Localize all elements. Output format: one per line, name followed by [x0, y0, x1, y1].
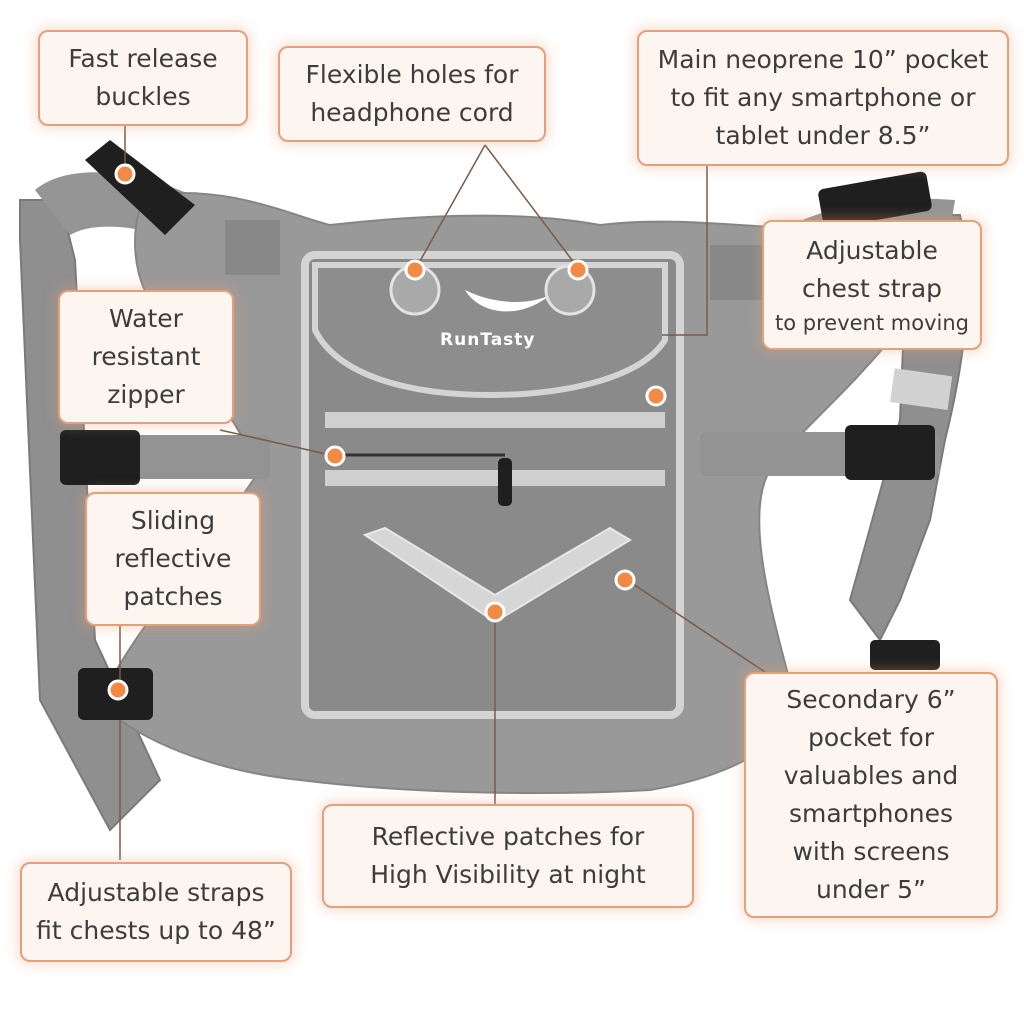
marker-reflective	[484, 601, 506, 623]
marker-hole-left	[404, 259, 426, 281]
callout-fast-release-buckles: Fast release buckles	[38, 30, 248, 126]
callout-line: Reflective patches for	[371, 822, 645, 851]
callout-line: Adjustable	[806, 236, 938, 265]
left-velcro-tab	[225, 220, 280, 275]
callout-line: Main neoprene 10” pocket	[657, 45, 989, 74]
marker-zipper	[324, 445, 346, 467]
right-side-buckle	[845, 425, 935, 480]
left-side-buckle	[60, 430, 140, 485]
callout-line: Water	[109, 304, 183, 333]
marker-hole-right	[567, 259, 589, 281]
callout-chest-strap: Adjustable chest strap to prevent moving	[762, 220, 982, 350]
callout-line: with screens	[792, 837, 950, 866]
leader-lines	[119, 125, 766, 860]
callout-line: smartphones	[788, 799, 954, 828]
callout-line: chest strap	[801, 274, 943, 303]
callout-line: reflective	[114, 544, 232, 573]
callout-adjustable-straps: Adjustable straps fit chests up to 48”	[20, 862, 292, 962]
logo-swoosh	[465, 290, 550, 312]
callout-flexible-holes: Flexible holes for headphone cord	[278, 46, 546, 142]
zipper-band-bottom	[325, 470, 665, 486]
lower-right-buckle	[870, 640, 940, 670]
callout-line: valuables and	[783, 761, 959, 790]
callout-line: Flexible holes for	[305, 60, 519, 89]
top-left-buckle	[85, 140, 195, 235]
callout-line: zipper	[107, 380, 185, 409]
zipper-pull	[498, 458, 512, 506]
right-strap-reflective	[890, 368, 953, 411]
marker-secondary-pocket	[614, 569, 636, 591]
callout-line: Fast release	[68, 44, 218, 73]
callout-line: Secondary 6”	[786, 685, 956, 714]
zipper-band-top	[325, 412, 665, 428]
marker-buckle	[114, 163, 136, 185]
callout-line: to prevent moving	[775, 311, 969, 335]
callout-line: Sliding	[130, 506, 216, 535]
marker-main-pocket	[645, 385, 667, 407]
callout-line: headphone cord	[310, 98, 514, 127]
callout-line: under 5”	[815, 875, 927, 904]
callout-water-resistant-zipper: Water resistant zipper	[58, 290, 234, 424]
callout-sliding-reflective-patches: Sliding reflective patches	[85, 492, 261, 626]
marker-lower-strap	[107, 679, 129, 701]
callout-line: fit chests up to 48”	[36, 916, 276, 945]
callout-line: High Visibility at night	[370, 860, 646, 889]
callout-reflective-night: Reflective patches for High Visibility a…	[322, 804, 694, 908]
callout-main-pocket: Main neoprene 10” pocket to fit any smar…	[637, 30, 1009, 166]
callout-line: to fit any smartphone or	[670, 83, 976, 112]
callout-line: tablet under 8.5”	[715, 121, 931, 150]
callout-line: resistant	[91, 342, 201, 371]
callout-line: Adjustable straps	[47, 878, 265, 907]
callout-line: patches	[123, 582, 223, 611]
callout-line: pocket for	[807, 723, 934, 752]
brand-logo-text: RunTasty	[440, 330, 536, 350]
callout-line: buckles	[95, 82, 191, 111]
top-right-buckle	[818, 171, 932, 229]
callout-secondary-pocket: Secondary 6” pocket for valuables and sm…	[744, 672, 998, 918]
